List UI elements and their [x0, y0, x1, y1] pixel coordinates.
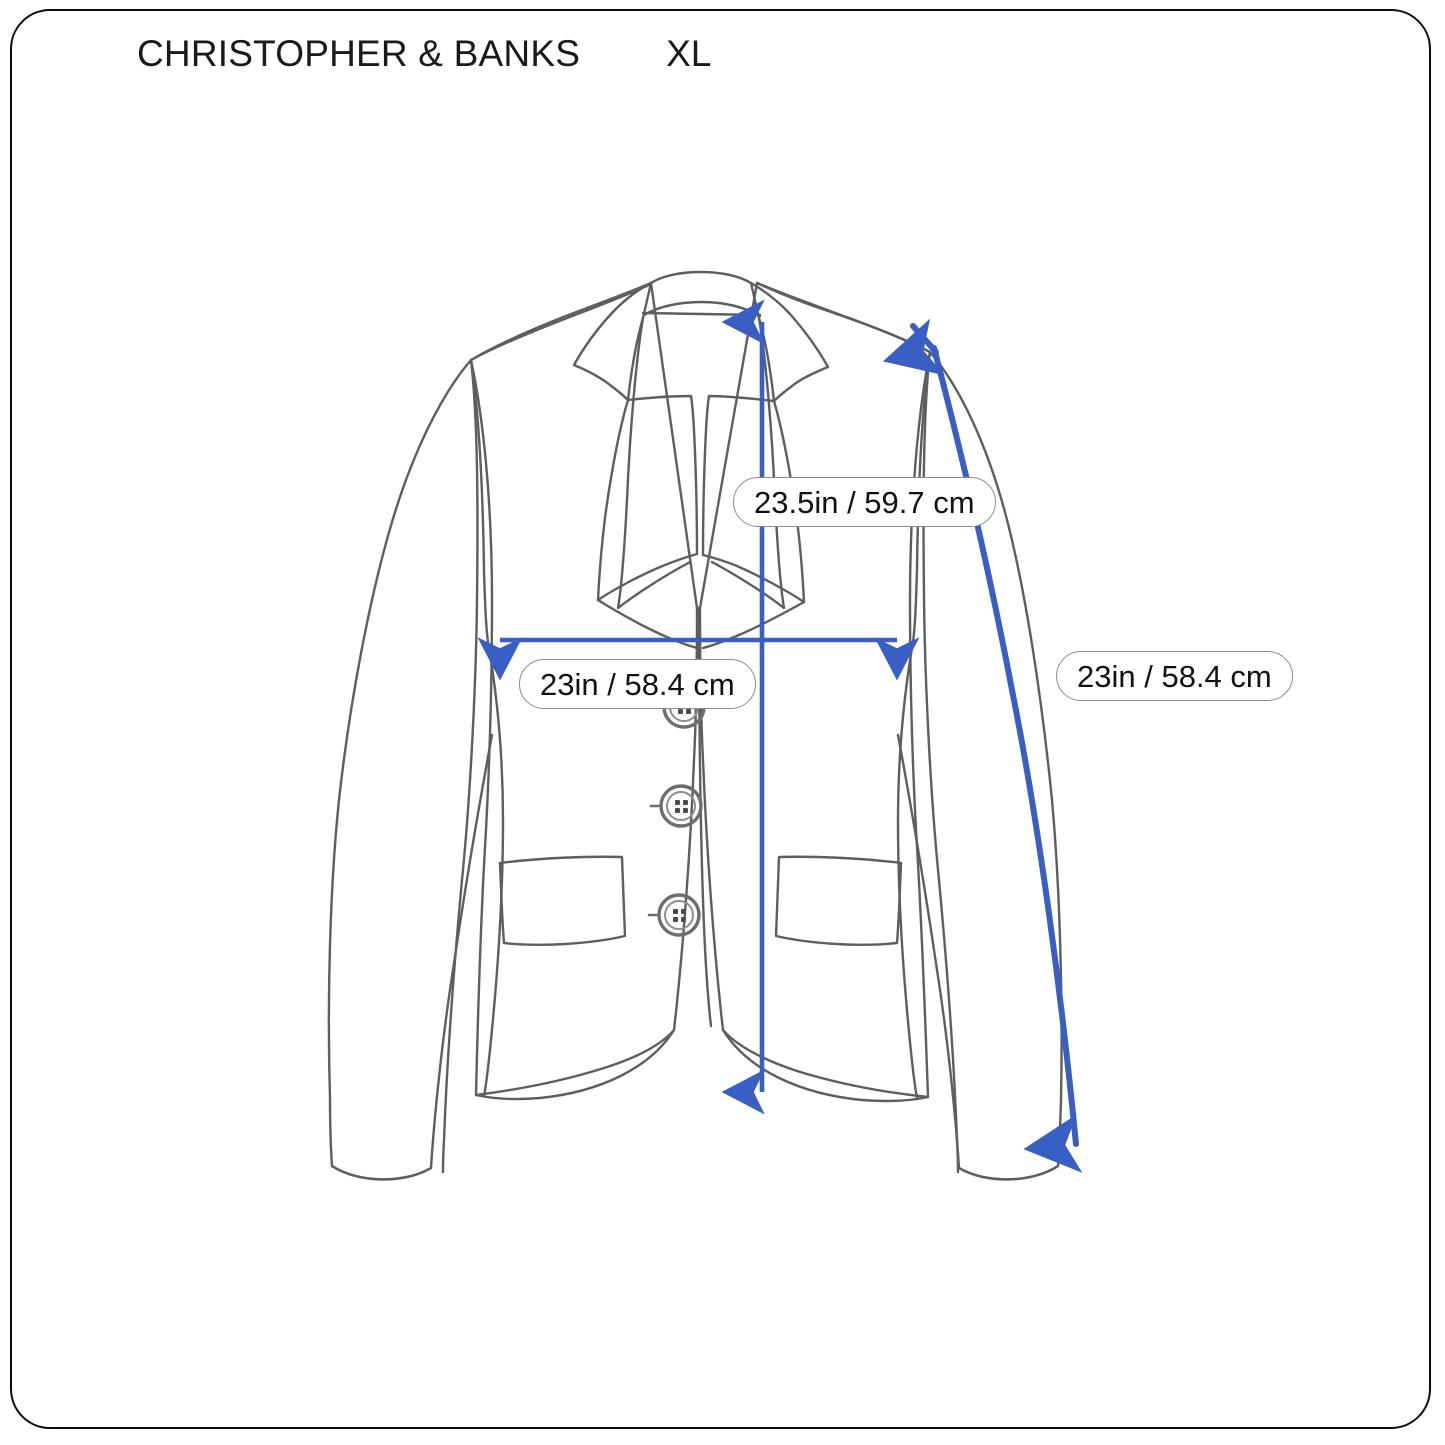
left-sleeve-cuff: [330, 1164, 433, 1181]
measurement-sleeve-text: 23in / 58.4 cm: [1077, 658, 1272, 694]
measurement-label-chest: 23in / 58.4 cm: [519, 659, 756, 709]
collar-left: [572, 281, 653, 402]
hem-left: [474, 1028, 676, 1097]
size-label: XL: [666, 33, 712, 74]
collar-stand: [649, 270, 753, 285]
armhole-left: [469, 358, 490, 644]
left-sleeve-outline: [327, 358, 494, 1181]
button-middle: [649, 784, 703, 828]
lapel-left: [596, 394, 699, 602]
lapel-roll-left: [616, 316, 692, 610]
pocket-flap-right: [774, 855, 903, 946]
measurement-chest-text: 23in / 58.4 cm: [540, 666, 735, 702]
pocket-flap-left: [498, 855, 627, 946]
measurement-label-sleeve: 23in / 58.4 cm: [1056, 651, 1293, 701]
measurement-sleeve-arrow: [882, 318, 1083, 1173]
lapel-roll-right: [710, 316, 786, 610]
button-bottom: [647, 893, 701, 937]
collar-right: [749, 281, 830, 403]
brand-name: CHRISTOPHER & BANKS: [137, 33, 581, 74]
shoulder-seam-right: [755, 281, 932, 354]
button-group: [647, 685, 706, 937]
measurement-label-length: 23.5in / 59.7 cm: [733, 477, 996, 527]
card-border: [10, 9, 1431, 1429]
right-sleeve-cuff: [957, 1164, 1060, 1181]
left-sleeve-inner-seam: [441, 358, 479, 1174]
shoulder-seam-left: [469, 282, 653, 362]
header: CHRISTOPHER & BANKS XL: [137, 33, 711, 75]
measurement-length-text: 23.5in / 59.7 cm: [754, 484, 975, 520]
collar-stand-seam: [641, 311, 762, 317]
right-sleeve-inner-seam: [922, 350, 960, 1174]
